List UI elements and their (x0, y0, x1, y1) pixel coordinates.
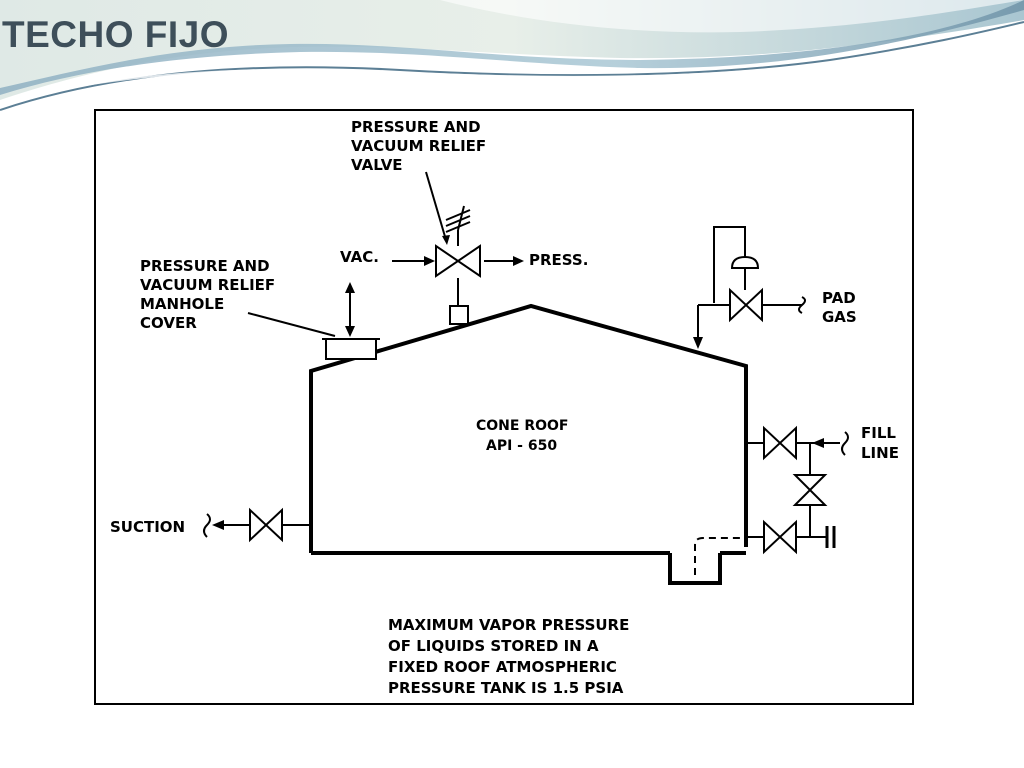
slide-title: TECHO FIJO (2, 14, 230, 55)
note-line-2: OF LIQUIDS STORED IN A (388, 637, 599, 655)
pad-gas-valve (729, 287, 763, 323)
sump (668, 553, 722, 585)
suction-label: SUCTION (110, 518, 185, 536)
header-wave-banner (0, 0, 1024, 111)
pad-gas-label-2: GAS (822, 308, 857, 326)
pv-valve-label-2: VACUUM RELIEF (351, 137, 486, 155)
pad-gas-loop (713, 226, 746, 303)
tank-label-2: API - 650 (486, 438, 557, 454)
tank-outline (309, 303, 748, 553)
vac-label: VAC. (340, 248, 379, 266)
pad-gas-regulator (730, 255, 760, 269)
pad-gas-label-1: PAD (822, 289, 856, 307)
pv-valve-label-1: PRESSURE AND (351, 118, 481, 136)
manhole-label-4: COVER (140, 314, 197, 332)
manhole-label-3: MANHOLE (140, 295, 224, 313)
note-line-1: MAXIMUM VAPOR PRESSURE (388, 616, 629, 634)
note-line-4: PRESSURE TANK IS 1.5 PSIA (388, 679, 624, 697)
fill-line-label-2: LINE (861, 444, 899, 462)
internal-drain-pipe (694, 537, 746, 575)
pv-valve (435, 244, 481, 278)
tank-diagram: PRESSURE AND VACUUM RELIEF VALVE VAC. PR… (110, 118, 899, 697)
manhole-cover (325, 338, 377, 360)
diagram-frame: PRESSURE AND VACUUM RELIEF VALVE VAC. PR… (94, 109, 914, 705)
bypass-valve (792, 474, 828, 506)
fill-line-label-1: FILL (861, 424, 896, 442)
note-line-3: FIXED ROOF ATMOSPHERIC (388, 658, 617, 676)
fill-valve (763, 425, 797, 461)
pv-valve-label-3: VALVE (351, 156, 403, 174)
tank-label-1: CONE ROOF (476, 418, 568, 434)
drain-valve (763, 519, 797, 555)
manhole-label-1: PRESSURE AND (140, 257, 270, 275)
suction-valve (249, 507, 283, 543)
press-label: PRESS. (529, 251, 588, 269)
manhole-label-2: VACUUM RELIEF (140, 276, 275, 294)
